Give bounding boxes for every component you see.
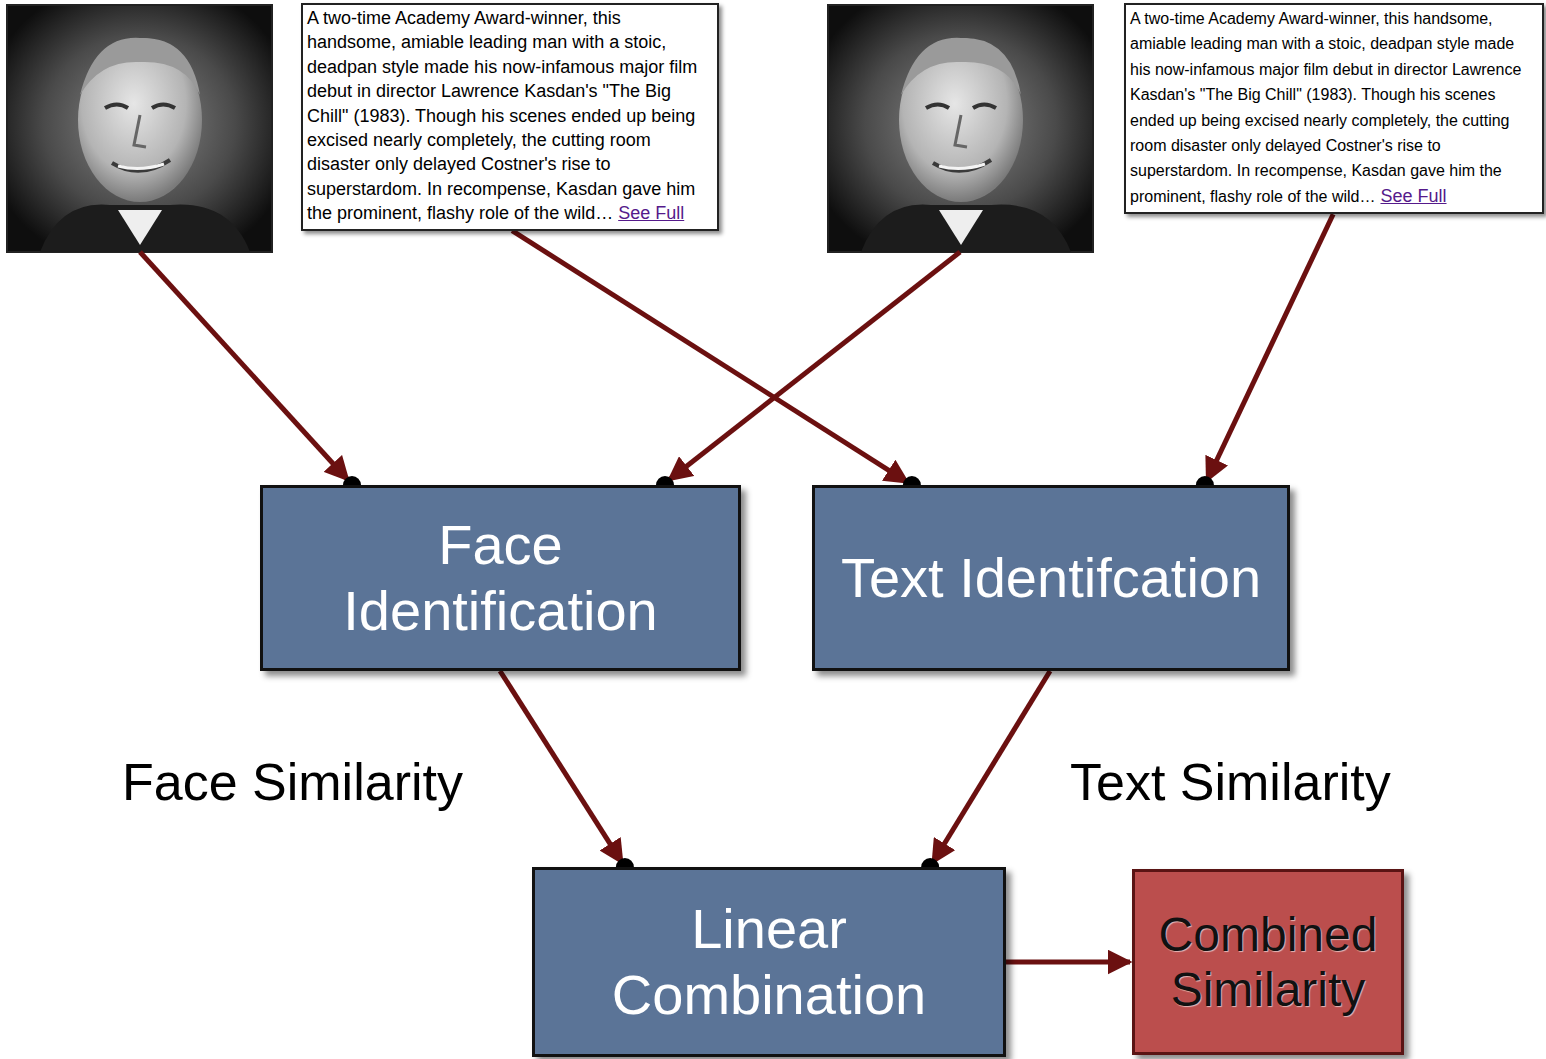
face-photo bbox=[7, 5, 272, 252]
box-label: Text Identifcation bbox=[841, 545, 1261, 611]
connector-arrow bbox=[1006, 962, 1130, 963]
connector-arrow bbox=[1196, 214, 1333, 494]
see-full-link: See Full bbox=[1380, 186, 1446, 206]
bio-text-box: A two-time Academy Award-winner, this ha… bbox=[301, 3, 719, 231]
process-box: Linear Combination bbox=[532, 867, 1006, 1057]
process-box: Face Identification bbox=[260, 485, 741, 671]
process-box: Text Identifcation bbox=[812, 485, 1290, 671]
photo-arrow bbox=[140, 252, 361, 494]
edge-label: Face Similarity bbox=[120, 752, 465, 812]
box-label: Face Identification bbox=[277, 512, 724, 644]
photo-arrow bbox=[656, 252, 960, 494]
bio-paragraph: A two-time Academy Award-winner, this ha… bbox=[307, 6, 713, 226]
bio-paragraph: A two-time Academy Award-winner, this ha… bbox=[1130, 6, 1538, 209]
connector-arrow bbox=[921, 671, 1050, 876]
result-box: Combined Similarity bbox=[1132, 869, 1404, 1055]
connector-arrow bbox=[512, 231, 921, 494]
face-photo bbox=[828, 5, 1093, 252]
bio-text: A two-time Academy Award-winner, this ha… bbox=[307, 8, 697, 223]
bio-text: A two-time Academy Award-winner, this ha… bbox=[1130, 10, 1521, 205]
bio-text-box: A two-time Academy Award-winner, this ha… bbox=[1124, 3, 1544, 214]
edge-label: Text Similarity bbox=[1068, 752, 1393, 812]
see-full-link: See Full bbox=[618, 203, 684, 223]
box-label: Combined Similarity bbox=[1145, 907, 1391, 1017]
box-label: Linear Combination bbox=[549, 896, 989, 1028]
connector-arrow bbox=[500, 671, 634, 876]
